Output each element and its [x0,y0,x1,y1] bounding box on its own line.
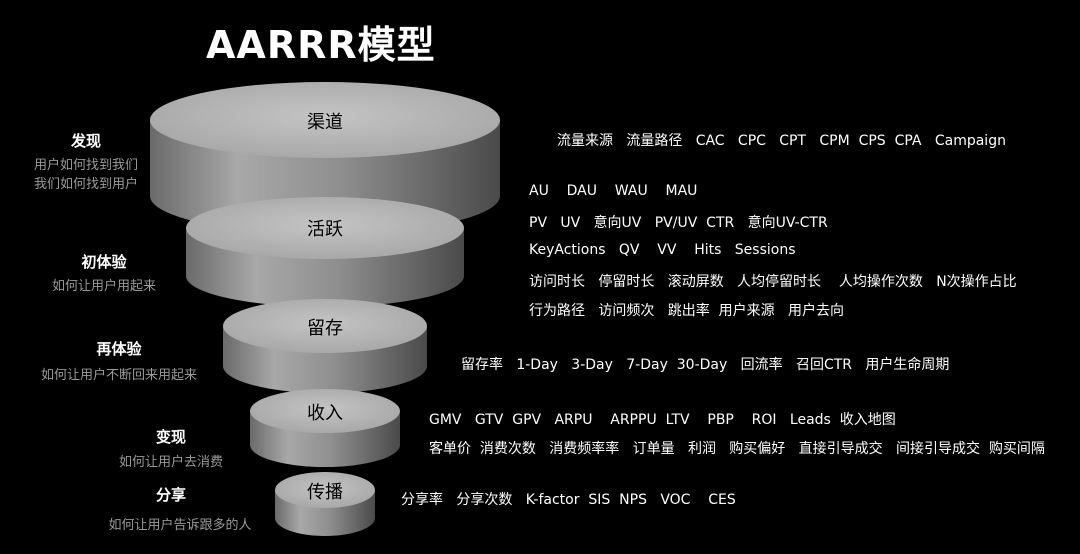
desc-line-monetize: 如何让用户去消费 [118,455,224,470]
tier-retention-top [223,299,427,353]
metrics-activation-3: KeyActions QV VV Hits Sessions [529,242,796,258]
tier-referral-top [275,472,375,508]
metrics-acquisition: 流量来源 流量路径 CAC CPC CPT CPM CPS CPA Campai… [557,133,1006,149]
stage-label-referral: 传播 [307,482,343,503]
desc-title-discover: 发现 [70,132,102,150]
stage-label-retention: 留存 [307,318,343,339]
tier-acquisition-top [150,82,500,158]
page-title: AARRR模型 [206,23,436,67]
desc-line-re-experience: 如何让用户不断回来用起来 [40,368,198,383]
metrics-revenue-1: GMV GTV GPV ARPU ARPPU LTV PBP ROI Leads… [429,412,896,428]
stage-label-revenue: 收入 [307,403,343,424]
tier-retention [223,299,427,393]
metrics-activation-4: 访问时长 停留时长 滚动屏数 人均停留时长 人均操作次数 N次操作占比 [529,274,1017,290]
tier-revenue [250,389,400,467]
tier-referral [275,472,375,536]
desc-line-first-experience: 如何让用户用起来 [51,279,157,294]
desc-title-re-experience: 再体验 [96,340,142,358]
desc-line-discover-2: 我们如何找到用户 [33,177,139,192]
metrics-retention: 留存率 1-Day 3-Day 7-Day 30-Day 回流率 召回CTR 用… [461,357,950,373]
desc-line-discover-1: 用户如何找到我们 [33,158,139,173]
metrics-referral: 分享率 分享次数 K-factor SIS NPS VOC CES [401,492,736,508]
desc-title-share: 分享 [155,486,187,504]
tier-revenue-top [250,389,400,433]
stage-label-activation: 活跃 [307,219,343,240]
tier-activation-top [186,197,464,259]
metrics-activation-5: 行为路径 访问频次 跳出率 用户来源 用户去向 [529,303,844,319]
desc-title-monetize: 变现 [155,428,187,446]
metrics-revenue-2: 客单价 消费次数 消费频率率 订单量 利润 购买偏好 直接引导成交 间接引导成交… [429,441,1045,457]
metrics-activation-1: AU DAU WAU MAU [529,183,698,199]
stage-label-acquisition: 渠道 [307,112,343,133]
desc-line-share: 如何让用户告诉跟多的人 [108,518,252,533]
desc-title-first-experience: 初体验 [81,253,127,271]
tier-activation [186,197,464,307]
metrics-activation-2: PV UV 意向UV PV/UV CTR 意向UV-CTR [529,215,828,231]
